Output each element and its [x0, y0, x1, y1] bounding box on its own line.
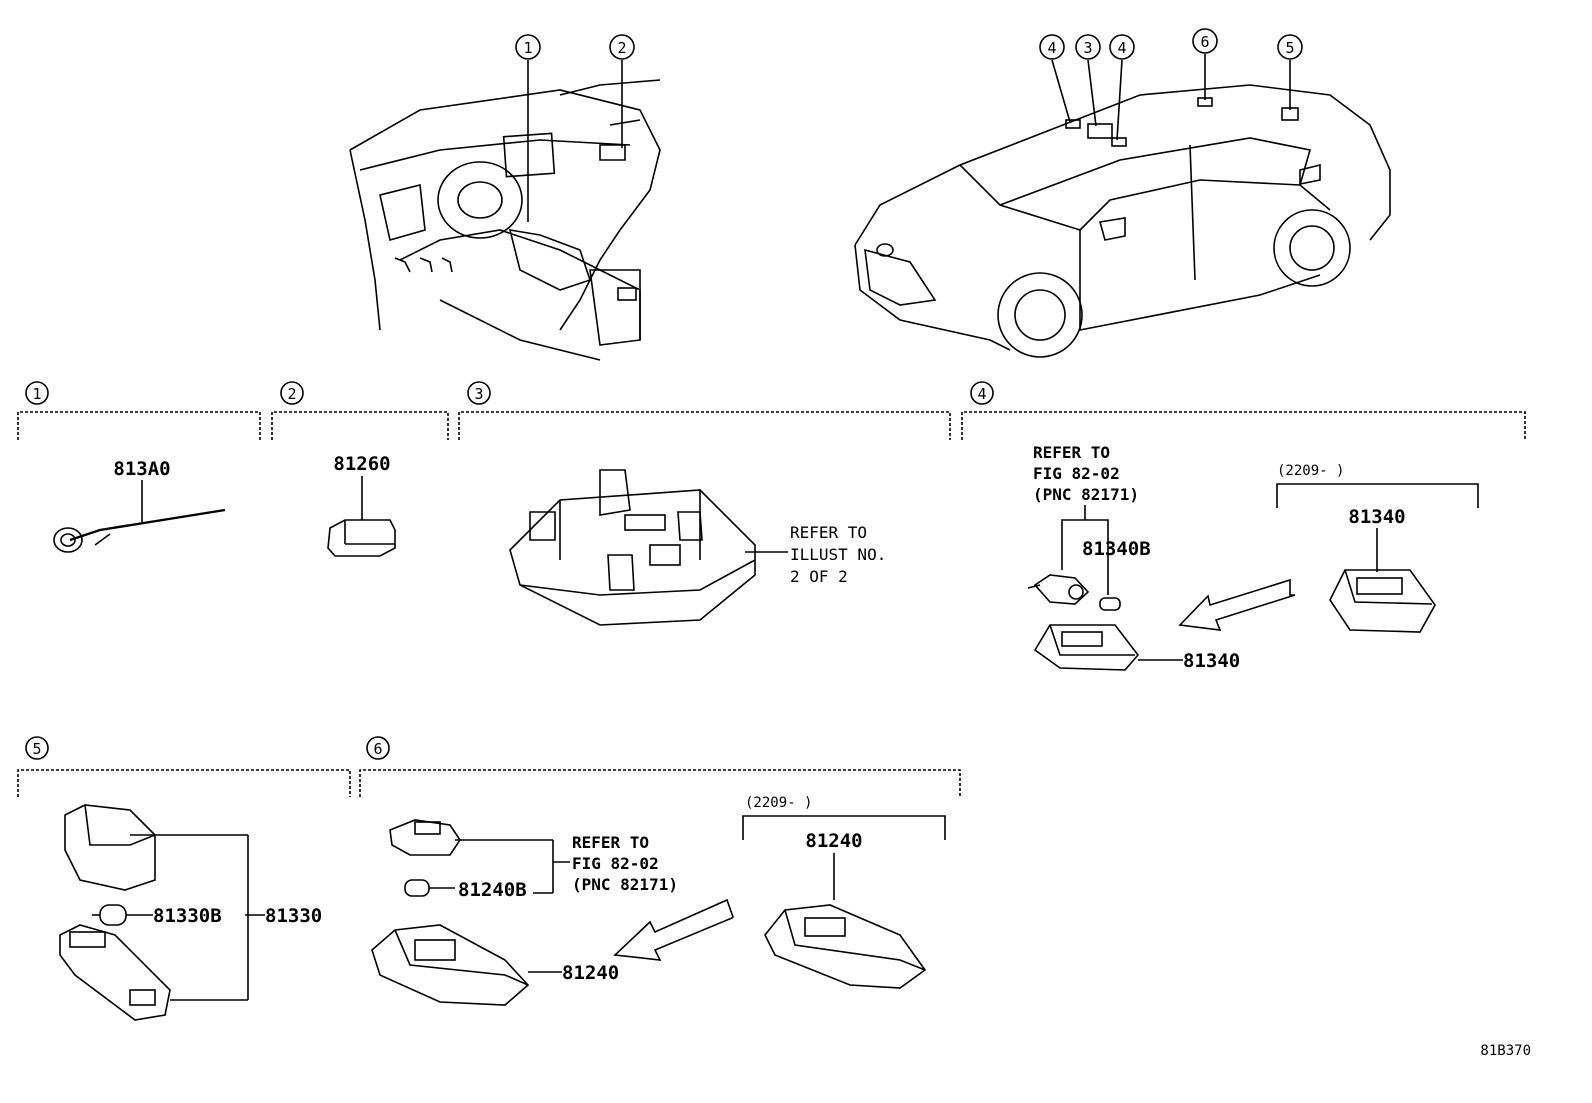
section-2: 2 81260 — [271, 381, 449, 557]
car-callout-4b: 4 — [1117, 39, 1126, 57]
socket-81240 — [389, 819, 461, 856]
section-3-refer-line3: 2 OF 2 — [790, 567, 848, 586]
lamp-81240-new — [764, 904, 927, 989]
section-5: 5 81330B 81330 — [17, 736, 351, 1021]
svg-text:5: 5 — [32, 740, 41, 758]
section-6-date: (2209- ) — [745, 795, 812, 811]
lamp-81330-cover — [64, 804, 156, 891]
svg-text:4: 4 — [977, 385, 986, 403]
svg-text:2: 2 — [287, 385, 296, 403]
callout-circle-2: 2 — [609, 34, 635, 60]
svg-text:6: 6 — [373, 740, 382, 758]
part-81340B: 81340B — [1082, 538, 1151, 560]
section-3-refer-line2: ILLUST NO. — [790, 545, 886, 564]
part-81260: 81260 — [333, 453, 390, 475]
supersede-arrow-6 — [613, 898, 734, 961]
part-81330: 81330 — [265, 905, 322, 927]
section-4-refer-line2: FIG 82-02 — [1033, 464, 1120, 483]
part-81240-new: 81240 — [805, 830, 862, 852]
section-6: 6 81240B REFER TO FIG 82-02 (PNC 82171) … — [359, 736, 961, 1006]
callout-circle-1: 1 — [515, 34, 541, 60]
car-callout-4a: 4 — [1047, 39, 1056, 57]
section-3: 3 REFER TO ILLUST NO. 2 OF 2 — [458, 381, 951, 626]
section-6-refer-line2: FIG 82-02 — [572, 854, 659, 873]
figure-id: 81B370 — [1480, 1043, 1531, 1059]
socket-81340 — [1027, 574, 1090, 605]
car-callout-6: 6 — [1200, 33, 1209, 51]
bulb-81240B — [404, 879, 430, 897]
interior-dashboard-illustration — [349, 79, 661, 361]
part-81340-new: 81340 — [1348, 506, 1405, 528]
svg-text:1: 1 — [523, 39, 532, 57]
section-3-refer-line1: REFER TO — [790, 523, 867, 542]
supersede-arrow-4 — [1178, 578, 1296, 631]
part-81340-lamp: 81340 — [1183, 650, 1240, 672]
car-illustration — [854, 84, 1391, 358]
bulb-81330B — [92, 904, 127, 926]
section-1: 1 813A0 — [17, 381, 261, 553]
car-callouts: 4 3 4 6 5 — [1039, 28, 1303, 141]
svg-text:2: 2 — [617, 39, 626, 57]
bulb-81340B — [1099, 597, 1121, 611]
car-callout-3: 3 — [1083, 39, 1092, 57]
section-4-refer-line3: (PNC 82171) — [1033, 485, 1139, 504]
lamp-81340 — [1033, 624, 1140, 671]
lamp-81340-new — [1329, 569, 1436, 633]
car-callout-5: 5 — [1285, 39, 1294, 57]
part-81240B: 81240B — [458, 879, 527, 901]
section-4-refer-line1: REFER TO — [1033, 443, 1110, 462]
lamp-81330-housing — [59, 924, 171, 1021]
overhead-console-assembly — [509, 469, 756, 626]
part-813A0: 813A0 — [113, 458, 170, 480]
part-81330B: 81330B — [153, 905, 222, 927]
section-6-refer-line3: (PNC 82171) — [572, 875, 678, 894]
part-81240-lamp: 81240 — [562, 962, 619, 984]
section-4: 4 REFER TO FIG 82-02 (PNC 82171) 81340B … — [961, 381, 1526, 672]
svg-text:3: 3 — [474, 385, 483, 403]
section-6-refer-line1: REFER TO — [572, 833, 649, 852]
lamp-81240 — [371, 924, 530, 1006]
svg-text:1: 1 — [32, 385, 41, 403]
section-4-date: (2209- ) — [1277, 463, 1344, 479]
